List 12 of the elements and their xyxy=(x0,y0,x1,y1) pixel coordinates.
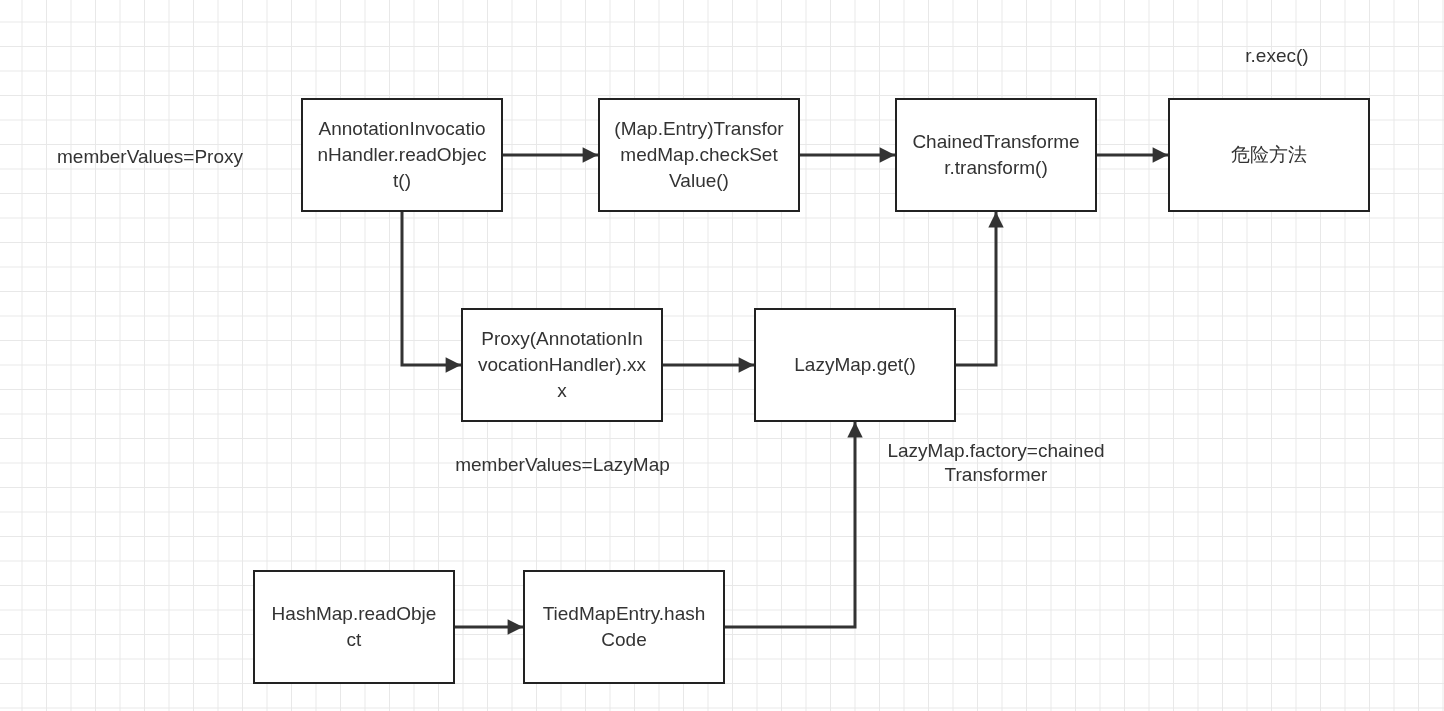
process-box: 危险方法 xyxy=(1168,98,1370,212)
process-box: TiedMapEntry.hashCode xyxy=(523,570,725,684)
process-box: LazyMap.get() xyxy=(754,308,956,422)
annotation-text: r.exec() xyxy=(1244,44,1310,68)
annotation-text: memberValues=LazyMap xyxy=(454,453,671,477)
process-box: ChainedTransformer.transform() xyxy=(895,98,1097,212)
annotation-text: LazyMap.factory=chained Transformer xyxy=(886,439,1106,487)
annotation-text: memberValues=Proxy xyxy=(56,145,244,169)
process-box: AnnotationInvocationHandler.readObject() xyxy=(301,98,503,212)
process-box: (Map.Entry)TransformedMap.checkSetValue() xyxy=(598,98,800,212)
process-box: HashMap.readObject xyxy=(253,570,455,684)
process-box: Proxy(AnnotationInvocationHandler).xxx xyxy=(461,308,663,422)
